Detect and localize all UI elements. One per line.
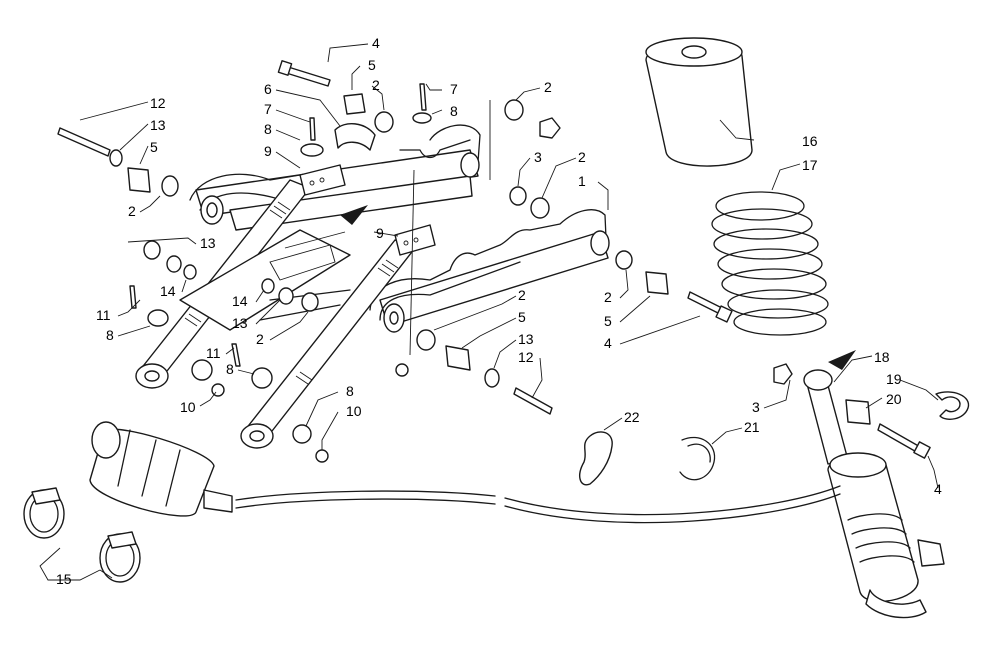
callout-2: 2	[128, 203, 136, 219]
callout-14: 14	[160, 283, 176, 299]
rear-arm-assembly	[369, 209, 610, 333]
callout-13: 13	[200, 235, 216, 251]
callout-13: 13	[150, 117, 166, 133]
callout-4: 4	[604, 335, 612, 351]
hardware-set	[57, 60, 733, 463]
callout-9: 9	[376, 225, 384, 241]
retaining-rings	[579, 431, 716, 486]
callout-labels: 4 5 2 7 8 2 12 13 5 6 7 8 9 3 2 1 16 17 …	[56, 35, 942, 587]
callout-2: 2	[544, 79, 552, 95]
coil-spring	[711, 191, 829, 336]
callout-17: 17	[802, 157, 818, 173]
callout-4: 4	[372, 35, 380, 51]
callout-8: 8	[226, 361, 234, 377]
callout-2: 2	[372, 77, 380, 93]
callout-11: 11	[206, 345, 221, 361]
callout-2: 2	[604, 289, 612, 305]
callout-6: 6	[264, 81, 272, 97]
callout-2: 2	[578, 149, 586, 165]
callout-4: 4	[934, 481, 942, 497]
callout-10: 10	[180, 399, 196, 415]
rear-shock-absorber	[235, 37, 970, 619]
callout-2: 2	[518, 287, 526, 303]
slide-rail-frame	[135, 100, 856, 449]
callout-15: 15	[56, 571, 72, 587]
shock-reservoir	[89, 421, 233, 517]
callout-13: 13	[518, 331, 534, 347]
callout-5: 5	[518, 309, 526, 325]
callout-19: 19	[886, 371, 902, 387]
callout-20: 20	[886, 391, 902, 407]
callout-16: 16	[802, 133, 818, 149]
callout-8: 8	[106, 327, 114, 343]
callout-13: 13	[232, 315, 248, 331]
callout-14: 14	[232, 293, 248, 309]
callout-leaders	[39, 43, 939, 581]
callout-7: 7	[264, 101, 272, 117]
callout-12: 12	[150, 95, 166, 111]
callout-11: 11	[96, 307, 111, 323]
callout-21: 21	[744, 419, 760, 435]
callout-3: 3	[752, 399, 760, 415]
callout-1: 1	[578, 173, 586, 189]
callout-3: 3	[534, 149, 542, 165]
callout-18: 18	[874, 349, 890, 365]
callout-12: 12	[518, 349, 534, 365]
callout-5: 5	[150, 139, 158, 155]
hose-clamps	[23, 487, 141, 583]
callout-2: 2	[256, 331, 264, 347]
callout-5: 5	[604, 313, 612, 329]
callout-8: 8	[346, 383, 354, 399]
callout-10: 10	[346, 403, 362, 419]
callout-8: 8	[264, 121, 272, 137]
callout-8: 8	[450, 103, 458, 119]
callout-7: 7	[450, 81, 458, 97]
callout-22: 22	[624, 409, 640, 425]
callout-9: 9	[264, 143, 272, 159]
callout-5: 5	[368, 57, 376, 73]
